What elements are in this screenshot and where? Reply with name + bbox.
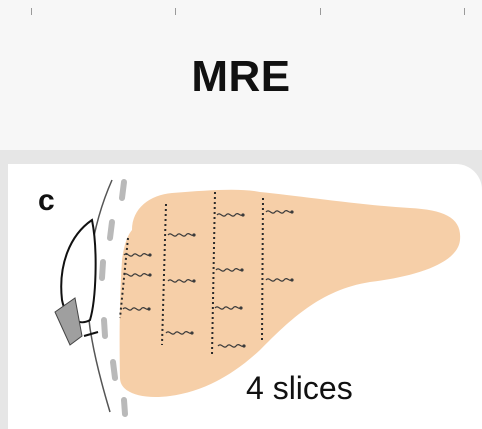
slice-4 — [262, 198, 263, 340]
panel-label: c — [38, 184, 55, 218]
passive-driver-icon — [55, 220, 98, 345]
slice-count-caption: 4 slices — [246, 370, 353, 407]
liver-shape — [120, 190, 461, 397]
